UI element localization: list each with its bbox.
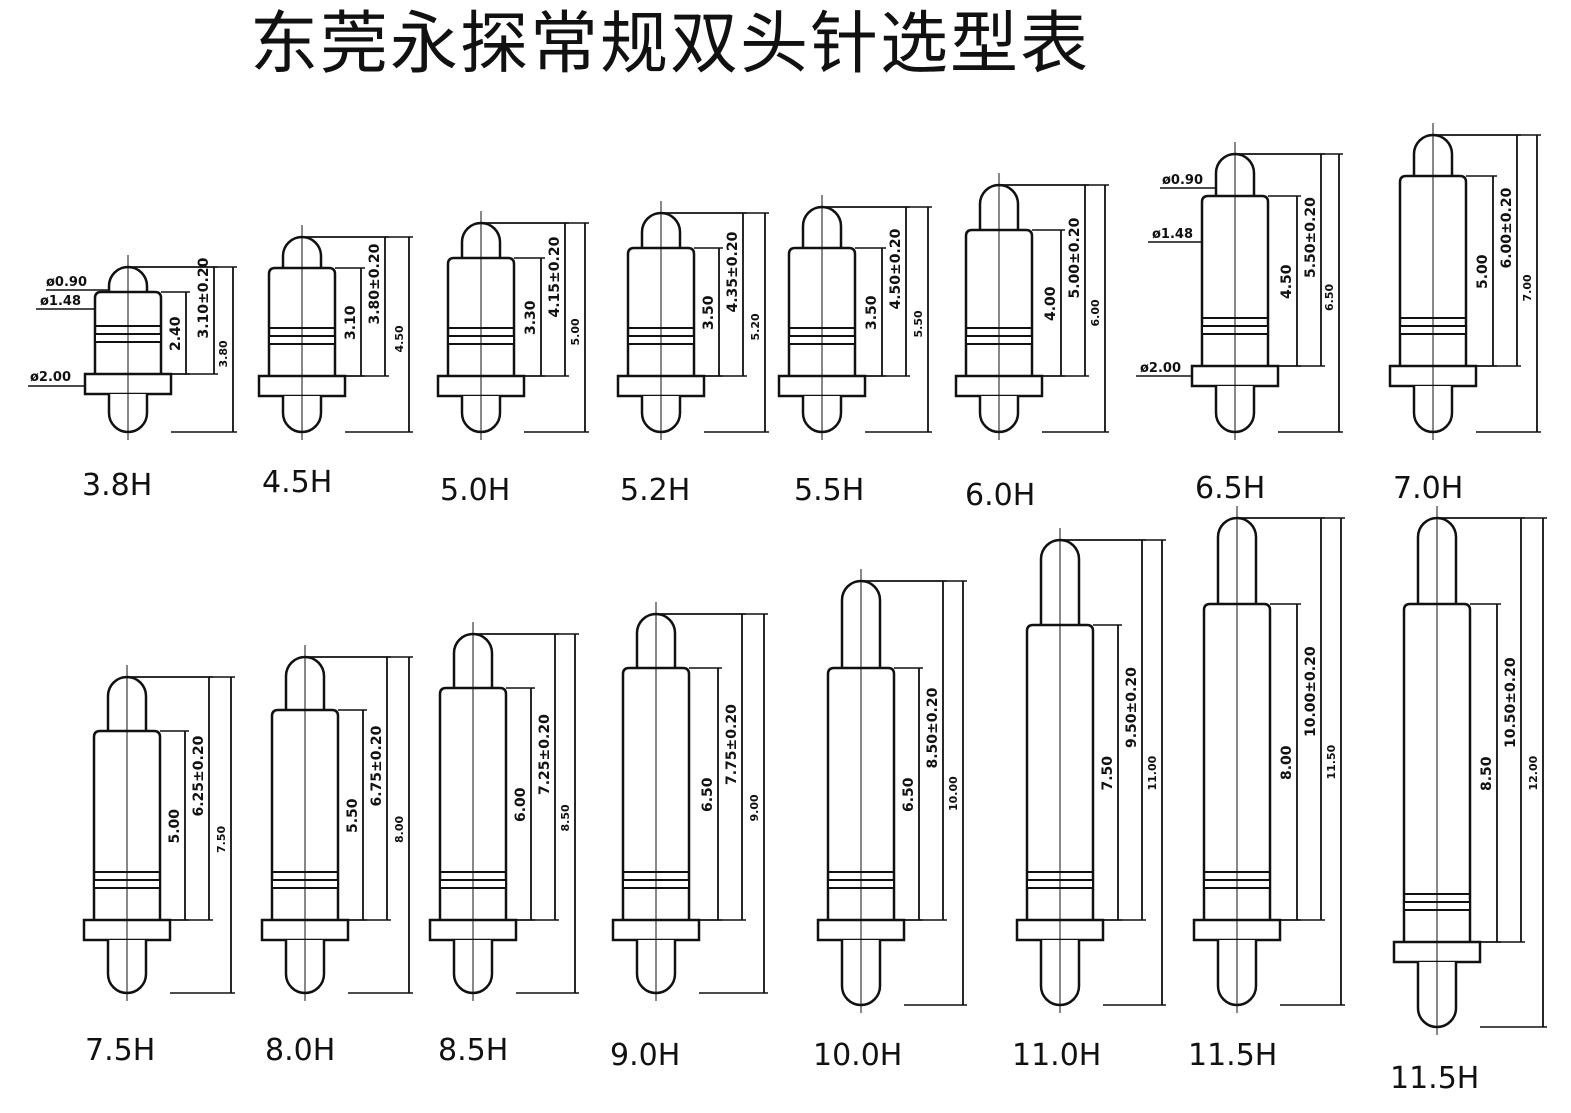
dimension-label: 6.50 [901, 777, 917, 812]
pin-15: 8.00 10.00±0.20 11.50 11.5H [1188, 506, 1345, 1073]
pin-size-label: 7.5H [85, 1033, 155, 1068]
pin-size-label: 8.0H [265, 1033, 335, 1068]
pin-5: 3.50 4.50±0.20 5.50 5.5H [777, 195, 932, 508]
dimension-label: 7.25±0.20 [537, 714, 553, 795]
diameter-label: ø0.90 [1162, 173, 1203, 188]
pin-2: 3.10 3.80±0.20 4.50 4.5H [257, 225, 413, 500]
dimension-label: 6.25±0.20 [191, 735, 207, 816]
diameter-label: ø2.00 [1140, 361, 1181, 376]
diameter-label: ø0.90 [46, 275, 87, 290]
dimension-label: 7.50 [215, 826, 228, 853]
pin-size-label: 3.8H [82, 468, 152, 503]
pin-16: 8.50 10.50±0.20 12.00 11.5H [1390, 506, 1547, 1096]
dimension-label: 6.00±0.20 [1499, 187, 1515, 268]
dimension-label: 6.00 [1089, 299, 1102, 326]
dimension-label: 3.50 [864, 295, 880, 330]
pin-size-label: 6.5H [1195, 471, 1265, 506]
diameter-callout: ø0.90 [1160, 173, 1215, 189]
dimension-label: 5.00±0.20 [1067, 217, 1083, 298]
dimension-label: 8.50 [559, 804, 572, 831]
diameter-callout: ø1.48 [36, 294, 95, 310]
pin-size-label: 11.5H [1390, 1061, 1479, 1096]
pin-size-label: 9.0H [610, 1038, 680, 1073]
dimension-label: 4.50 [393, 325, 406, 352]
dimension-label: 9.00 [748, 794, 761, 821]
pin-size-label: 7.0H [1393, 471, 1463, 506]
dimension-label: 9.50±0.20 [1124, 667, 1140, 748]
dimension-label: 4.35±0.20 [725, 231, 741, 312]
dimension-label: 6.00 [513, 787, 529, 822]
dimension-label: 3.10±0.20 [196, 257, 212, 338]
pin-8: 5.00 6.00±0.20 7.00 7.0H [1388, 123, 1541, 506]
pin-6: 4.00 5.00±0.20 6.00 6.0H [954, 173, 1109, 513]
dimension-label: 7.50 [1100, 756, 1116, 791]
pin-size-label: 11.0H [1012, 1038, 1101, 1073]
pin-13: 6.50 8.50±0.20 10.00 10.0H [813, 569, 967, 1073]
dimension-label: 10.00 [947, 776, 960, 811]
page-title: 东莞永探常规双头针选型表 [250, 5, 1091, 84]
dimension-label: 5.20 [749, 313, 762, 340]
pin-11: 6.00 7.25±0.20 8.50 8.5H [428, 622, 579, 1068]
diameter-label: ø2.00 [30, 370, 71, 385]
dimension-label: 6.75±0.20 [369, 725, 385, 806]
dimension-label: 3.50 [701, 295, 717, 330]
pin-size-label: 11.5H [1188, 1038, 1277, 1073]
dimension-label: 12.00 [1527, 755, 1540, 790]
dimension-label: 6.50 [1323, 284, 1336, 311]
dimension-label: 4.15±0.20 [547, 236, 563, 317]
diameter-callout: ø1.48 [1148, 227, 1202, 243]
dimension-label: 11.00 [1146, 755, 1159, 790]
pin-size-label: 8.5H [438, 1033, 508, 1068]
dimension-label: 4.50±0.20 [888, 228, 904, 309]
diameter-label: ø1.48 [40, 294, 81, 309]
pin-9: 5.00 6.25±0.20 7.50 7.5H [82, 665, 235, 1068]
dimension-label: 3.30 [523, 300, 539, 335]
pin-size-label: 4.5H [262, 465, 332, 500]
diameter-callout: ø2.00 [1136, 361, 1192, 377]
dimension-label: 5.00 [167, 809, 183, 844]
dimension-label: 5.00 [1475, 254, 1491, 289]
dimension-label: 2.40 [168, 316, 184, 351]
pin-4: 3.50 4.35±0.20 5.20 5.2H [616, 201, 769, 508]
pin-3: 3.30 4.15±0.20 5.00 5.0H [436, 211, 589, 508]
pin-size-label: 5.0H [440, 473, 510, 508]
dimension-label: 5.50 [912, 310, 925, 337]
pin-size-label: 10.0H [813, 1038, 902, 1073]
pin-10: 5.50 6.75±0.20 8.00 8.0H [260, 645, 413, 1068]
dimension-label: 3.80 [217, 340, 230, 367]
pin-14: 7.50 9.50±0.20 11.00 11.0H [1012, 528, 1166, 1073]
dimension-label: 3.10 [343, 305, 359, 340]
dimension-label: 3.80±0.20 [367, 243, 383, 324]
pin-12: 6.50 7.75±0.20 9.00 9.0H [610, 602, 768, 1073]
dimension-label: 8.50 [1479, 756, 1495, 791]
diameter-callout: ø0.90 [46, 275, 108, 291]
dimension-label: 7.75±0.20 [724, 704, 740, 785]
pin-size-label: 5.2H [620, 473, 690, 508]
pin-size-label: 6.0H [965, 478, 1035, 513]
diameter-callout: ø2.00 [28, 370, 85, 387]
pin-7: 4.50 5.50±0.20 6.50 6.5H [1190, 142, 1343, 506]
dimension-label: 7.00 [1521, 274, 1534, 301]
dimension-label: 8.00 [393, 816, 406, 843]
dimension-label: 6.50 [700, 777, 716, 812]
pin-1: 2.40 3.10±0.20 3.80 3.8H [82, 255, 237, 503]
dimension-label: 10.50±0.20 [1503, 657, 1519, 748]
dimension-label: 8.00 [1279, 745, 1295, 780]
dimension-label: 5.50±0.20 [1303, 197, 1319, 278]
dimension-label: 5.50 [345, 798, 361, 833]
dimension-label: 10.00±0.20 [1303, 646, 1319, 737]
diameter-label: ø1.48 [1152, 227, 1193, 242]
pin-size-label: 5.5H [794, 473, 864, 508]
dimension-label: 8.50±0.20 [925, 687, 941, 768]
dimension-label: 5.00 [569, 318, 582, 345]
dimension-label: 4.00 [1043, 286, 1059, 321]
dimension-label: 11.50 [1325, 744, 1338, 779]
dimension-label: 4.50 [1279, 264, 1295, 299]
